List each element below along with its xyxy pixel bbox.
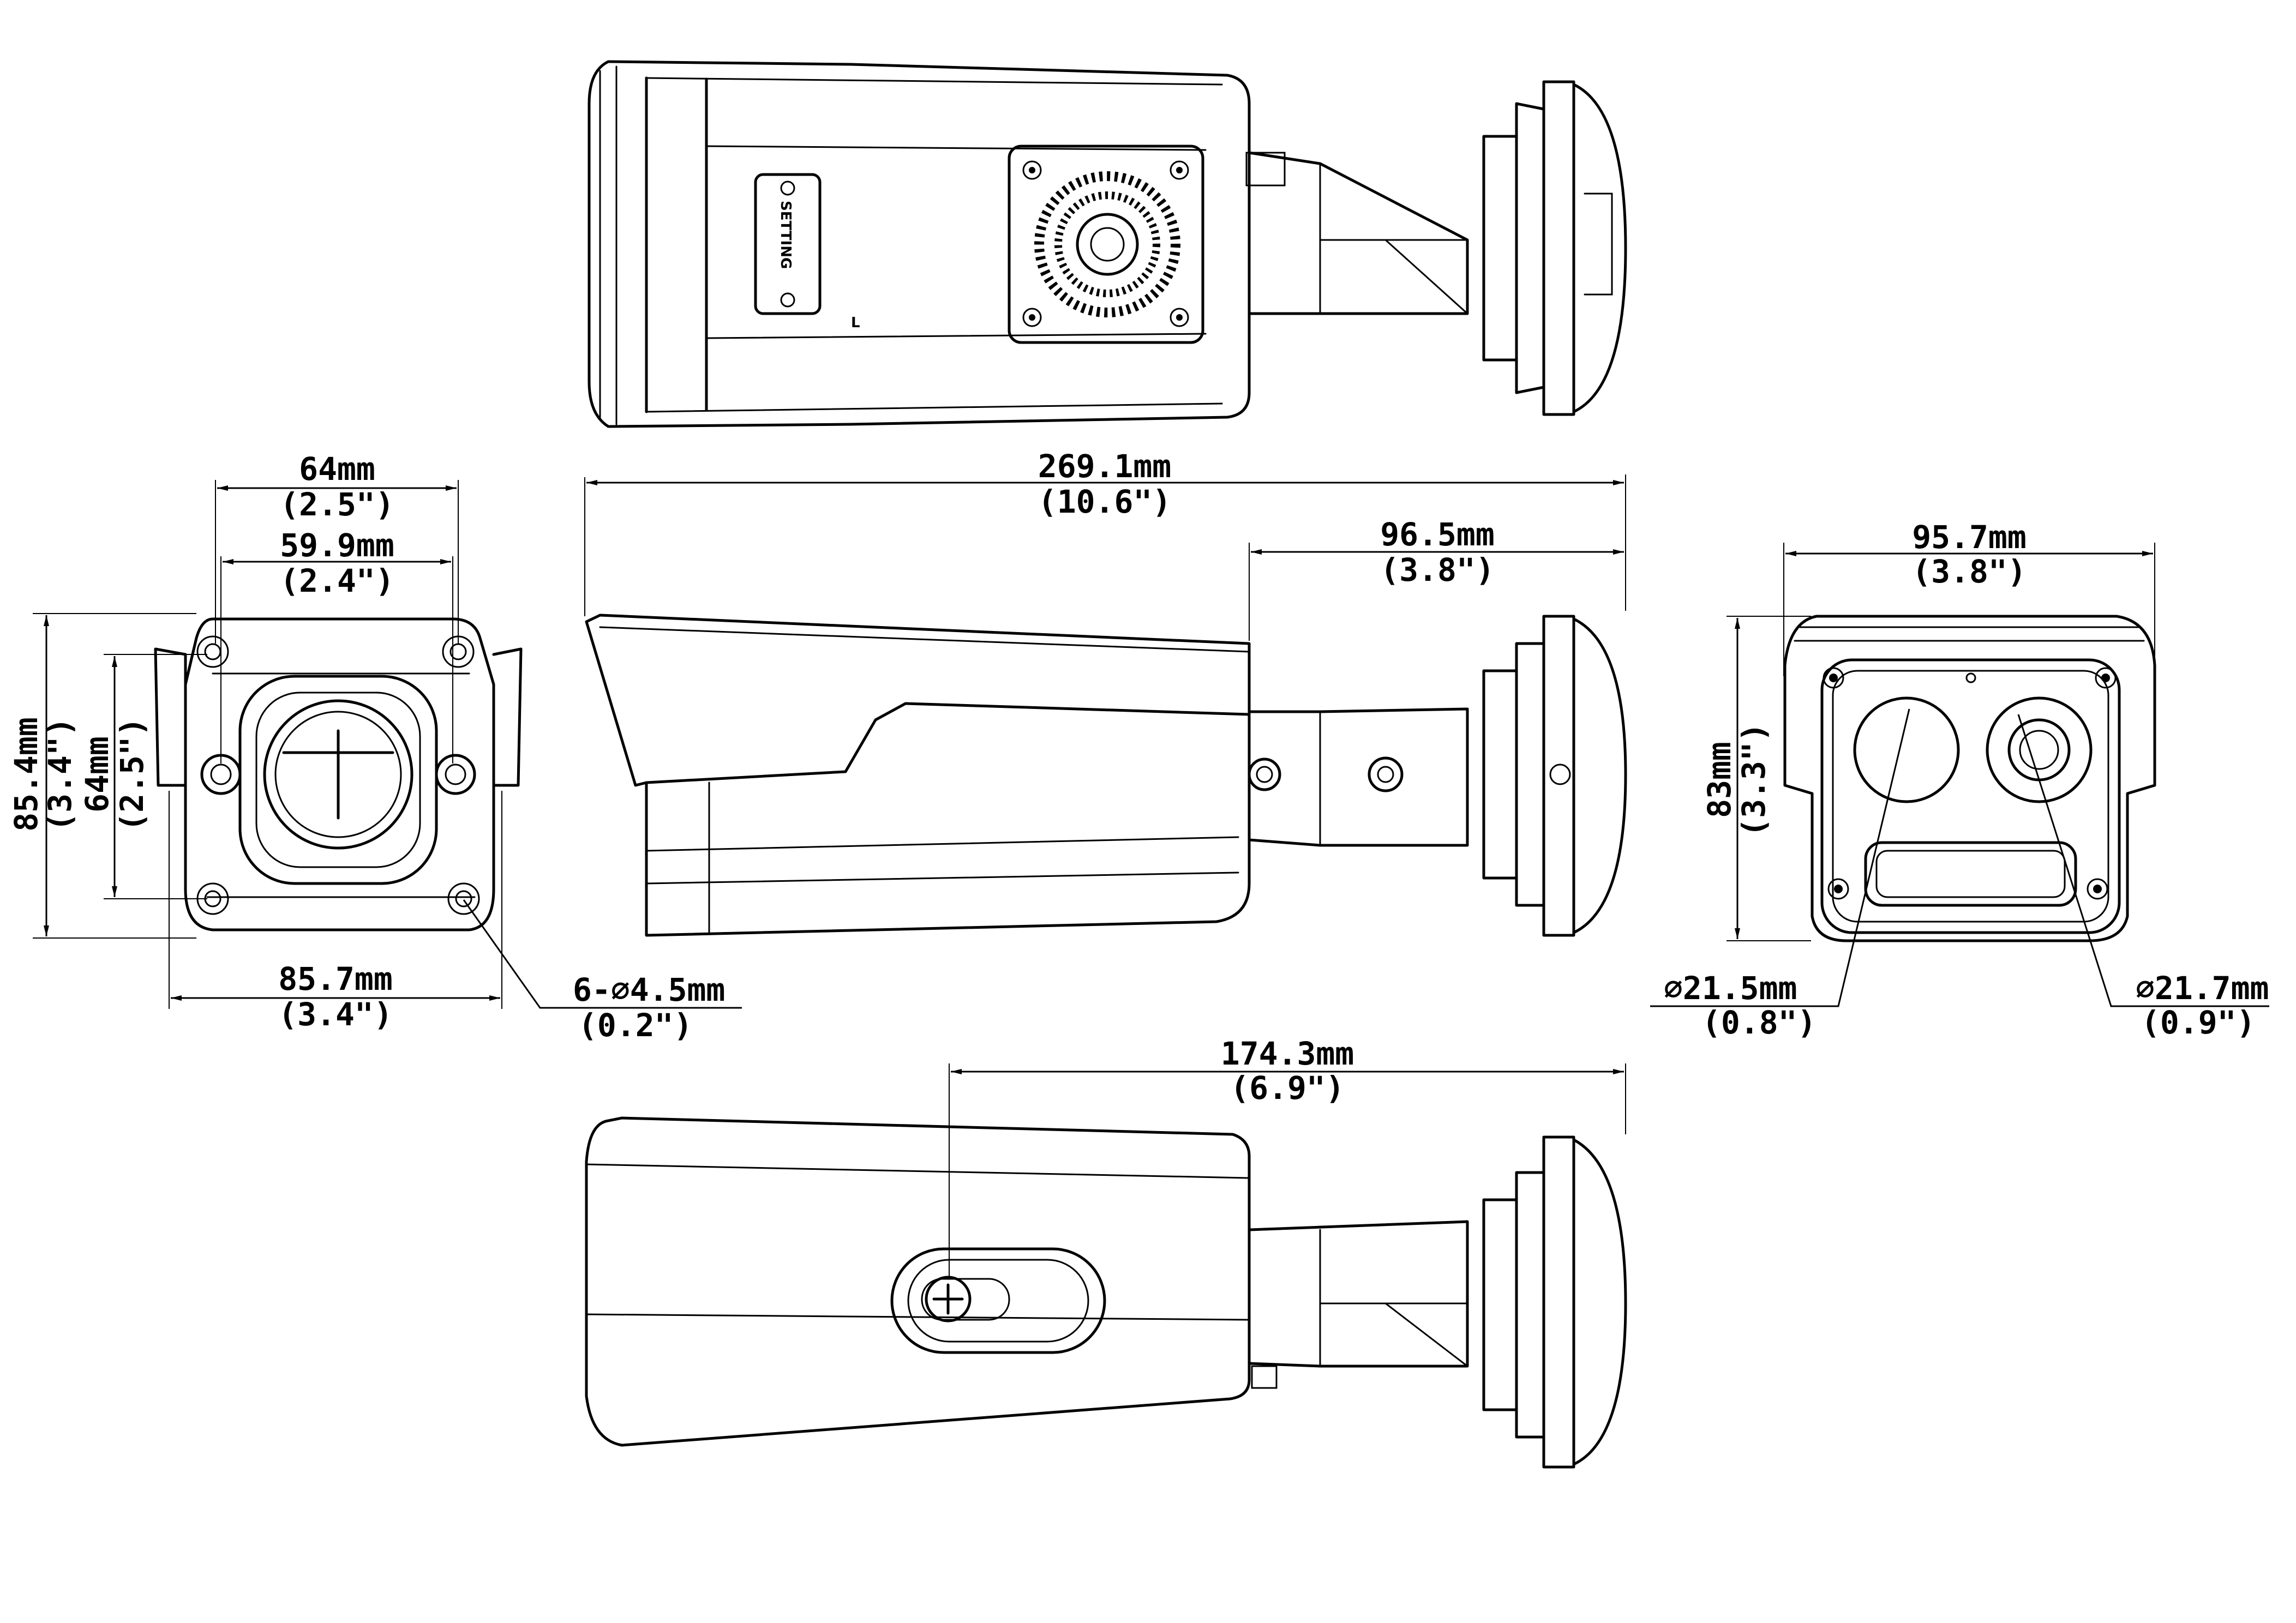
mount-outer-width-metric: 64mm	[299, 450, 375, 488]
front-height-metric: 83mm	[1701, 742, 1738, 818]
mount-holes-imperial: (0.2")	[578, 1007, 693, 1044]
mount-outer-width-imperial: (2.5")	[280, 486, 394, 523]
settings-label: SETTING	[777, 201, 794, 269]
front-dimensions: 95.7mm (3.8") 83mm (3.3") ∅21.5mm (0.8")…	[1650, 519, 2269, 1041]
bracket-length-metric: 96.5mm	[1380, 516, 1495, 553]
total-length-imperial: (10.6")	[1038, 483, 1171, 520]
thermal-lens-imperial: (0.8")	[1702, 1004, 1817, 1041]
side-dimensions: 269.1mm (10.6") 96.5mm (3.8")	[584, 448, 1626, 641]
mount-view	[154, 617, 523, 931]
mount-inner-width-metric: 59.9mm	[280, 527, 394, 564]
mount-inner-width-imperial: (2.4")	[280, 562, 394, 599]
thermal-lens-metric: ∅21.5mm	[1664, 970, 1797, 1007]
optical-lens-imperial: (0.9")	[2141, 1004, 2256, 1041]
mount-holes-metric: 6-∅4.5mm	[573, 971, 725, 1008]
mount-base-width-metric: 85.7mm	[278, 960, 393, 997]
mount-screw-slot	[890, 1247, 1106, 1354]
total-length-metric: 269.1mm	[1038, 448, 1171, 485]
bracket-length-imperial: (3.8")	[1380, 551, 1495, 588]
front-height-imperial: (3.3")	[1735, 723, 1772, 837]
mount-outer-height-metric: 85.4mm	[8, 717, 45, 832]
optical-lens	[1986, 696, 2093, 803]
front-width-imperial: (3.8")	[1912, 553, 2027, 590]
side-view	[585, 614, 1627, 937]
mount-inner-height-imperial: (2.5")	[113, 717, 151, 832]
screw-offset-metric: 174.3mm	[1221, 1035, 1354, 1072]
screw-offset-imperial: (6.9")	[1230, 1069, 1345, 1107]
mount-base-width-imperial: (3.4")	[278, 996, 393, 1033]
mount-dimensions: 64mm (2.5") 59.9mm (2.4") 85.4mm (3.4") …	[8, 450, 742, 1044]
bottom-view	[585, 1116, 1627, 1469]
mount-outer-height-imperial: (3.4")	[41, 717, 79, 832]
side-marker: L	[851, 315, 860, 331]
settings-panel	[754, 173, 822, 315]
top-view: SETTING L	[588, 60, 1627, 428]
thermal-lens	[1853, 696, 1960, 803]
front-width-metric: 95.7mm	[1912, 519, 2027, 556]
mount-inner-height-metric: 64mm	[79, 736, 116, 813]
optical-lens-metric: ∅21.7mm	[2136, 970, 2269, 1007]
bottom-dimensions: 174.3mm (6.9")	[949, 1035, 1626, 1276]
speaker-grille	[1008, 145, 1204, 344]
front-view	[1783, 615, 2156, 942]
